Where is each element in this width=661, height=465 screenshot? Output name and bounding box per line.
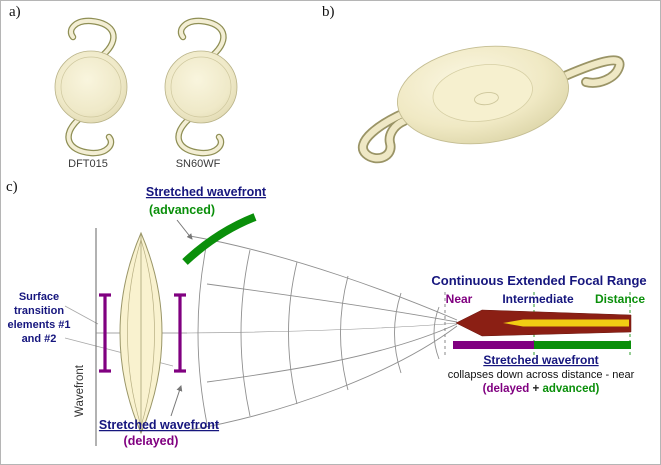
panel-a: DFT015 SN60WF [16, 9, 296, 170]
distance-range-bar [534, 341, 631, 349]
wavefront-fan [186, 235, 458, 431]
haptic-left-fill [359, 105, 418, 162]
delayed-qualifier-label: (delayed) [124, 434, 179, 448]
advanced-qualifier-label: (advanced) [149, 203, 215, 217]
near-range-bar [453, 341, 534, 349]
caption-title: Stretched wavefront [483, 353, 598, 367]
zone-label-intermediate: Intermediate [502, 292, 574, 306]
lens-inner-surface-left [127, 239, 142, 427]
panel-b-label: b) [322, 4, 335, 20]
lens-name-dft015: DFT015 [68, 158, 108, 170]
optic-dimple [474, 92, 499, 106]
iol-front-view-1 [55, 21, 127, 153]
caption-advanced: advanced) [542, 383, 599, 395]
stretched-wavefront-advanced-label: Stretched wavefront [146, 185, 267, 199]
svg-text:elements #1: elements #1 [8, 319, 71, 331]
caption-plus: + [529, 383, 542, 395]
iol-perspective-view [357, 45, 625, 164]
svg-text:transition: transition [14, 305, 64, 317]
surface-transition-note: Surface transition elements #1 and #2 [8, 291, 71, 345]
focal-beam-core [503, 319, 629, 327]
panel-c: Wavefront Surface transition elements #1… [8, 185, 647, 448]
advanced-annotation-arrow [176, 219, 193, 240]
caption-body: collapses down across distance - near [448, 369, 635, 381]
delayed-annotation-arrow [170, 385, 183, 417]
haptic-right-fill [554, 57, 623, 86]
caption-delayed: (delayed [483, 383, 530, 395]
panel-a-label: a) [9, 4, 21, 20]
svg-text:Surface: Surface [19, 291, 59, 303]
stretched-wavefront-delayed-label: Stretched wavefront [99, 418, 220, 432]
panel-c-label: c) [6, 179, 18, 195]
lens-inner-surface-right [140, 239, 155, 427]
surface-element-2 [174, 293, 186, 373]
focal-range-title: Continuous Extended Focal Range [431, 273, 646, 288]
svg-text:and #2: and #2 [22, 333, 57, 345]
caption-qualifiers: (delayed + advanced) [483, 383, 600, 395]
lens-cross-section [119, 231, 163, 435]
surface-element-1 [99, 293, 111, 373]
panel-b [357, 45, 625, 164]
zone-label-distance: Distance [595, 292, 645, 306]
advanced-wavefront-bar [182, 213, 257, 265]
wavefront-axis-label: Wavefront [74, 364, 86, 417]
lens-name-sn60wf: SN60WF [176, 158, 221, 170]
iol-front-view-2 [165, 21, 237, 153]
zone-label-near: Near [446, 292, 473, 306]
